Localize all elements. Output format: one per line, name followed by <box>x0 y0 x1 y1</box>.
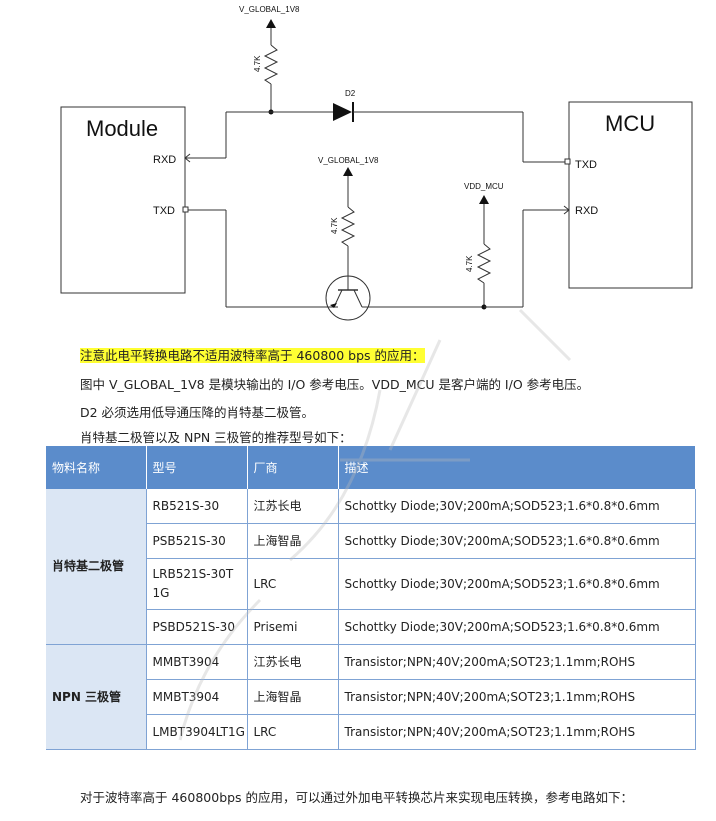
resistor-mid-label: 4.7K <box>330 217 339 234</box>
cell-desc: Transistor;NPN;40V;200mA;SOT23;1.1mm;ROH… <box>338 644 696 680</box>
npn-transistor <box>325 275 371 321</box>
cell-vendor: 江苏长电 <box>247 489 339 524</box>
cell-model: PSBD521S-30 <box>146 609 248 645</box>
header-description: 描述 <box>338 446 696 489</box>
footer-note: 对于波特率高于 460800bps 的应用，可以通过外加电平转换芯片来实现电压转… <box>80 790 634 805</box>
cell-desc: Schottky Diode;30V;200mA;SOD523;1.6*0.8*… <box>338 558 696 610</box>
resistor-top <box>263 44 279 85</box>
recommended-parts-table: 物料名称 型号 厂商 描述 肖特基二极管 RB521S-30 江苏长电 Scho… <box>46 446 696 750</box>
cell-desc: Schottky Diode;30V;200mA;SOD523;1.6*0.8*… <box>338 489 696 524</box>
cell-vendor: Prisemi <box>247 609 339 645</box>
table-row: LRB521S-30T1G LRC Schottky Diode;30V;200… <box>46 558 696 610</box>
table-row: LMBT3904LT1G LRC Transistor;NPN;40V;200m… <box>46 714 696 750</box>
cell-desc: Transistor;NPN;40V;200mA;SOT23;1.1mm;ROH… <box>338 679 696 715</box>
cell-model: LMBT3904LT1G <box>146 714 248 750</box>
rail-label-vdd: VDD_MCU <box>464 182 504 191</box>
table-row: NPN 三极管 MMBT3904 江苏长电 Transistor;NPN;40V… <box>46 644 696 750</box>
header-material: 物料名称 <box>46 446 147 489</box>
mcu-txd-pin: TXD <box>575 159 597 171</box>
note-line-1: 图中 V_GLOBAL_1V8 是模块输出的 I/O 参考电压。VDD_MCU … <box>80 377 590 392</box>
diode-d2-label: D2 <box>345 89 356 98</box>
rail-label-top: V_GLOBAL_1V8 <box>239 5 300 14</box>
resistor-top-label: 4.7K <box>253 55 262 72</box>
header-model: 型号 <box>146 446 248 489</box>
header-vendor: 厂商 <box>247 446 339 489</box>
resistor-right-label: 4.7K <box>465 255 474 272</box>
note-line-3: 肖特基二极管以及 NPN 三极管的推荐型号如下： <box>80 430 352 445</box>
warning-note: 注意此电平转换电路不适用波特率高于 460800 bps 的应用： <box>80 345 425 364</box>
module-label: Module <box>86 116 158 141</box>
mcu-label: MCU <box>605 111 655 136</box>
diode-d2 <box>333 103 352 121</box>
warning-highlight: 注意此电平转换电路不适用波特率高于 460800 bps 的应用： <box>80 348 425 363</box>
note-line-2: D2 必须选用低导通压降的肖特基二极管。 <box>80 405 315 420</box>
module-txd-pin: TXD <box>153 205 175 217</box>
module-block <box>60 106 186 294</box>
cell-desc: Schottky Diode;30V;200mA;SOD523;1.6*0.8*… <box>338 523 696 559</box>
rail-arrow-vdd <box>479 195 489 204</box>
table-row: PSB521S-30 上海智晶 Schottky Diode;30V;200mA… <box>46 523 696 559</box>
cell-vendor: LRC <box>247 714 339 750</box>
resistor-mid <box>340 206 356 247</box>
cell-vendor: 上海智晶 <box>247 679 339 715</box>
module-rxd-pin: RXD <box>153 154 176 166</box>
rail-arrow-top <box>266 19 276 28</box>
table-row: MMBT3904 上海智晶 Transistor;NPN;40V;200mA;S… <box>46 679 696 715</box>
table-header-row: 物料名称 型号 厂商 描述 <box>46 446 696 489</box>
cell-vendor: LRC <box>247 558 339 610</box>
cell-desc: Schottky Diode;30V;200mA;SOD523;1.6*0.8*… <box>338 609 696 645</box>
cell-vendor: 上海智晶 <box>247 523 339 559</box>
cell-desc: Transistor;NPN;40V;200mA;SOT23;1.1mm;ROH… <box>338 714 696 750</box>
level-shifter-schematic: Module RXD TXD MCU TXD RXD V_GLOBAL_1V8 … <box>60 5 693 321</box>
rail-label-mid: V_GLOBAL_1V8 <box>318 156 379 165</box>
table-row: 肖特基二极管 RB521S-30 江苏长电 Schottky Diode;30V… <box>46 489 696 645</box>
rail-arrow-mid <box>343 167 353 176</box>
cell-vendor: 江苏长电 <box>247 644 339 680</box>
cell-model: MMBT3904 <box>146 644 248 680</box>
mcu-rxd-pin: RXD <box>575 205 598 217</box>
group-npn-transistor: NPN 三极管 <box>46 644 147 750</box>
mcu-block <box>568 101 693 289</box>
cell-model: RB521S-30 <box>146 489 248 524</box>
cell-model: MMBT3904 <box>146 679 248 715</box>
group-schottky-diode: 肖特基二极管 <box>46 489 147 645</box>
table-row: PSBD521S-30 Prisemi Schottky Diode;30V;2… <box>46 609 696 645</box>
cell-model: PSB521S-30 <box>146 523 248 559</box>
cell-model: LRB521S-30T1G <box>146 558 248 610</box>
resistor-right <box>476 243 492 284</box>
